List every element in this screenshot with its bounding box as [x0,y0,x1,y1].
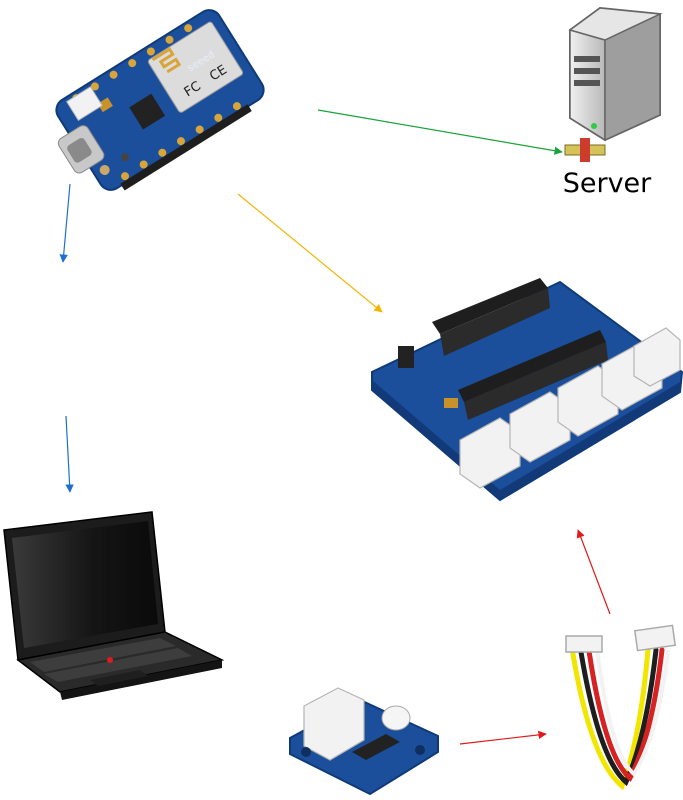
grove-light-sensor [289,687,439,796]
arrow-board-to-server [317,109,563,155]
grove-cable-icon [565,624,677,791]
arrow-cable-to-shield [576,529,611,615]
server-label: Server [563,168,652,199]
fcc-marking: FC [182,79,204,100]
laptop [3,511,225,700]
light-sensor-module-icon [289,687,439,796]
server-tower-icon [564,6,663,162]
arrow-board-down-2 [65,415,74,493]
xiao-esp32-board: seeed FC CE [55,9,265,191]
laptop-icon [3,511,225,700]
grove-cable [565,624,677,791]
arrow-board-to-shield [237,193,383,313]
arrow-sensor-to-cable [459,730,547,745]
server: Server [563,6,663,199]
arrow-board-down-1 [59,183,71,263]
grove-expansion-shield [371,278,683,502]
